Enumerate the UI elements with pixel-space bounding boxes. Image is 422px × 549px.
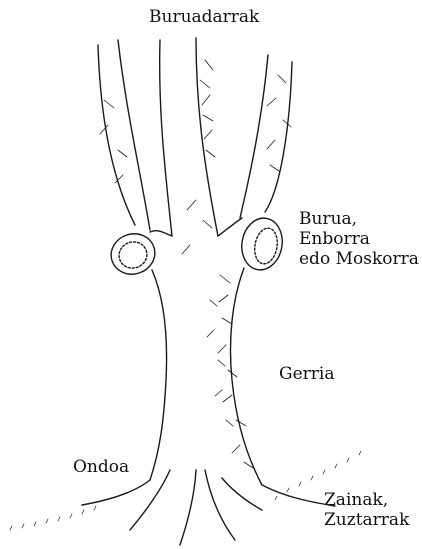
label-zainak: Zainak, Zuztarrak — [324, 490, 409, 530]
left-knot — [106, 228, 160, 280]
trunk-left — [150, 270, 167, 480]
label-ondoa: Ondoa — [73, 457, 129, 477]
label-zainak-line-1: Zainak, — [324, 490, 409, 510]
root-middle — [180, 470, 196, 545]
label-burua-line-2: Enborra — [299, 229, 419, 249]
root-middle-b — [205, 470, 235, 540]
middle-branch — [160, 38, 218, 236]
label-gerria: Gerria — [279, 364, 334, 384]
label-buruadarrak: Buruadarrak — [149, 7, 259, 27]
label-zainak-line-2: Zuztarrak — [324, 510, 409, 530]
trunk-right — [231, 268, 263, 485]
right-knot — [238, 215, 286, 273]
root-left — [82, 480, 150, 505]
label-burua-line-3: edo Moskorra — [299, 249, 419, 269]
label-burua-line-1: Burua, — [299, 209, 419, 229]
right-branch — [240, 55, 292, 218]
left-branch — [98, 40, 150, 230]
label-burua: Burua, Enborra edo Moskorra — [299, 209, 419, 269]
